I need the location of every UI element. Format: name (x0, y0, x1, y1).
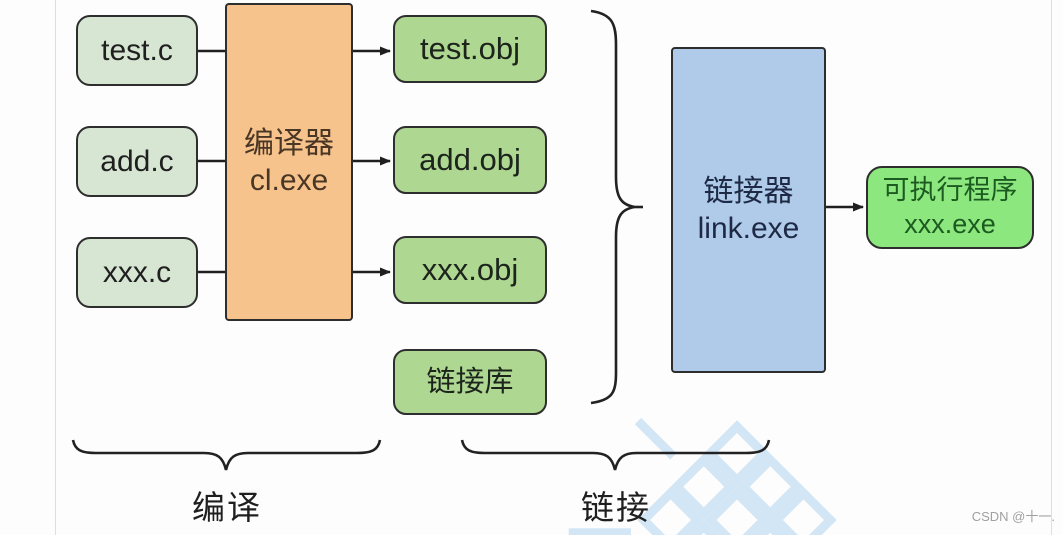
gather-brace (590, 9, 643, 405)
object-file-label: xxx.obj (421, 252, 519, 288)
executable-exe-name: xxx.exe (904, 208, 996, 239)
link-library-label: 链接库 (426, 365, 514, 398)
compiler-box: 编译器 cl.exe (225, 3, 353, 321)
object-file-box-add: add.obj (393, 126, 547, 194)
executable-box: 可执行程序 xxx.exe (866, 166, 1034, 249)
source-file-label: xxx.c (102, 255, 172, 289)
link-library-box: 链接库 (393, 349, 547, 415)
object-file-box-test: test.obj (393, 15, 547, 83)
object-file-label: test.obj (420, 31, 520, 67)
left-edge-divider (55, 0, 56, 535)
source-file-label: test.c (101, 33, 173, 67)
source-file-box-xxx: xxx.c (76, 237, 198, 308)
object-file-box-xxx: xxx.obj (393, 236, 547, 304)
compiler-name: 编译器 (244, 126, 334, 160)
csdn-watermark-text: CSDN @十一. (971, 509, 1055, 524)
link-stage-brace (460, 439, 771, 471)
compile-stage-brace (71, 439, 382, 471)
right-edge-divider (1051, 0, 1052, 535)
executable-name: 可执行程序 (882, 174, 1018, 205)
linker-box: 链接器 link.exe (671, 47, 826, 373)
source-file-label: add.c (100, 144, 174, 178)
compiler-to-object-arrows (353, 46, 391, 277)
link-stage-label: 链接 (581, 489, 651, 526)
source-file-box-test: test.c (76, 15, 198, 86)
linker-name: 链接器 (703, 174, 794, 208)
compiler-exe-name: cl.exe (249, 164, 329, 197)
csdn-logo-watermark (568, 417, 847, 535)
source-to-compiler-lines (198, 49, 226, 274)
source-file-box-add: add.c (76, 126, 198, 197)
compile-stage-label: 编译 (192, 489, 262, 526)
object-file-label: add.obj (419, 142, 521, 178)
linker-exe-name: link.exe (697, 212, 800, 245)
